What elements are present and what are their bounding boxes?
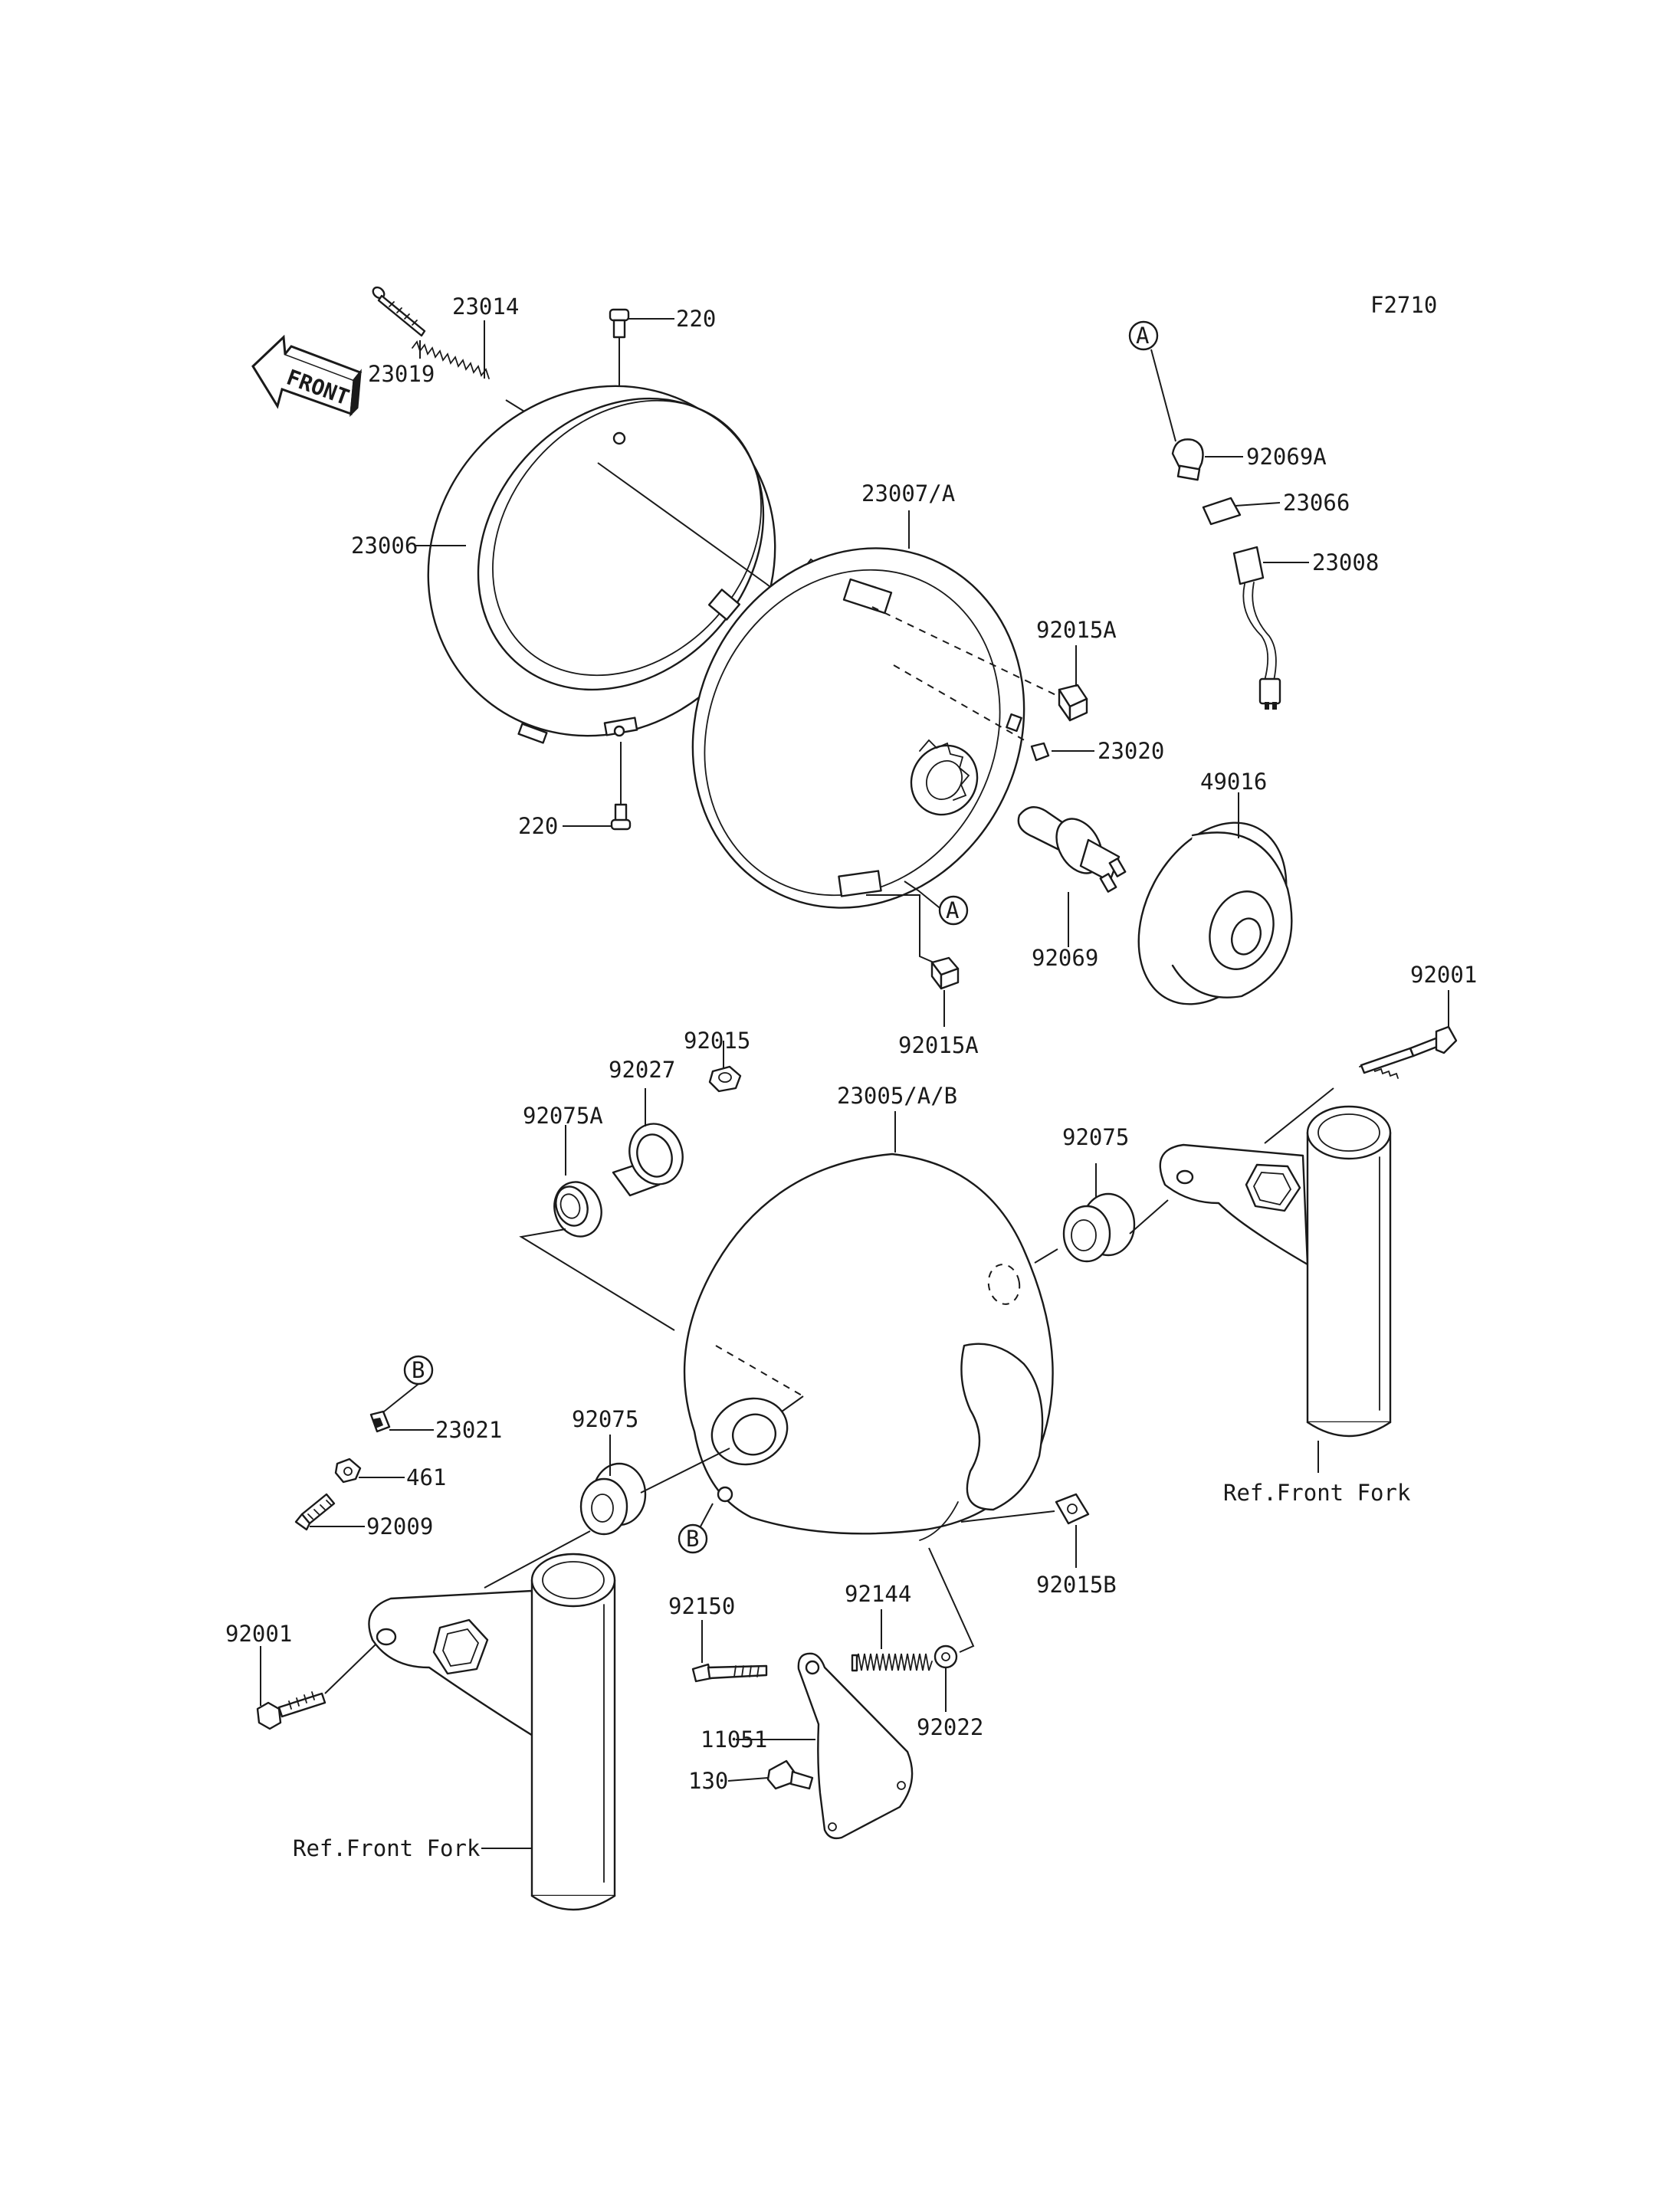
label-23006: 23006 xyxy=(351,533,418,559)
label-23021: 23021 xyxy=(435,1417,502,1443)
front-arrow-icon: FRONT xyxy=(251,334,363,417)
screw-92009 xyxy=(294,1493,336,1531)
label-130: 130 xyxy=(688,1768,728,1794)
label-23020: 23020 xyxy=(1098,738,1164,764)
nut-92015 xyxy=(708,1065,742,1093)
svg-text:A: A xyxy=(1136,323,1149,349)
fork-tube-left xyxy=(530,1553,616,1911)
label-92075-left: 92075 xyxy=(572,1406,638,1432)
label-461: 461 xyxy=(406,1464,446,1490)
fork-tube-right xyxy=(1306,1105,1392,1438)
callout-b-top: B xyxy=(403,1355,434,1385)
label-92150: 92150 xyxy=(668,1593,735,1619)
label-92015b: 92015B xyxy=(1036,1572,1117,1598)
label-92015a-lower: 92015A xyxy=(898,1032,979,1058)
label-92022: 92022 xyxy=(917,1714,983,1740)
nut-92015a-upper xyxy=(1058,684,1088,722)
label-92069: 92069 xyxy=(1032,945,1098,971)
label-92009: 92009 xyxy=(366,1513,433,1540)
screw-23019 xyxy=(372,286,426,337)
spring-92144 xyxy=(851,1653,933,1672)
label-92015a-upper: 92015A xyxy=(1036,617,1117,643)
label-92069a: 92069A xyxy=(1246,444,1327,470)
label-92001-right: 92001 xyxy=(1410,962,1477,988)
nut-92015b xyxy=(1055,1493,1090,1525)
label-23014: 23014 xyxy=(452,293,519,320)
rim-ring-23006 xyxy=(427,385,776,744)
label-ref-front-fork-left: Ref.Front Fork xyxy=(293,1835,481,1861)
nut-461 xyxy=(334,1458,362,1484)
clip-23020 xyxy=(1030,742,1050,762)
bolt-92001-left xyxy=(256,1691,326,1730)
nut-92015a-lower xyxy=(930,956,960,990)
diagram-code: F2710 xyxy=(1370,292,1437,318)
label-23019: 23019 xyxy=(368,361,435,387)
label-23005: 23005/A/B xyxy=(837,1083,957,1109)
collar-92027 xyxy=(612,1123,684,1197)
label-49016: 49016 xyxy=(1200,769,1267,795)
grommet-92075-left xyxy=(579,1462,647,1536)
bolt-92150 xyxy=(691,1663,768,1683)
fork-bracket-right xyxy=(1159,1143,1309,1266)
bracket-11051 xyxy=(797,1652,914,1840)
label-92075a: 92075A xyxy=(523,1103,603,1129)
label-92144: 92144 xyxy=(845,1581,911,1607)
label-220-bottom: 220 xyxy=(518,813,558,839)
bulb-92069 xyxy=(1017,806,1127,893)
clip-23021 xyxy=(369,1410,391,1433)
screw-220-top xyxy=(609,308,630,339)
housing-23005 xyxy=(683,1153,1054,1541)
label-92001-left: 92001 xyxy=(225,1621,292,1647)
socket-23008 xyxy=(1232,546,1281,710)
label-92027: 92027 xyxy=(609,1057,675,1083)
grommet-92075a xyxy=(553,1181,602,1238)
callout-a-reflector: A xyxy=(938,895,969,926)
bulb-92069a xyxy=(1171,438,1204,481)
label-23007: 23007/A xyxy=(861,480,955,507)
callout-a-top: A xyxy=(1128,320,1159,351)
washer-92022 xyxy=(934,1644,958,1669)
svg-text:B: B xyxy=(412,1357,425,1383)
rubber-23066 xyxy=(1202,497,1242,526)
label-92015: 92015 xyxy=(684,1028,750,1054)
svg-text:A: A xyxy=(946,897,959,923)
fork-bracket-left xyxy=(368,1589,538,1740)
grommet-92075-right xyxy=(1062,1192,1136,1263)
bolt-92001-right xyxy=(1359,1025,1458,1079)
screw-220-bottom xyxy=(610,803,632,831)
label-ref-front-fork-right: Ref.Front Fork xyxy=(1223,1480,1411,1506)
reflector-23007 xyxy=(691,547,1025,909)
label-220-top: 220 xyxy=(676,306,716,332)
label-23066: 23066 xyxy=(1283,490,1350,516)
label-92075-right: 92075 xyxy=(1062,1124,1129,1150)
label-11051: 11051 xyxy=(701,1726,767,1753)
svg-text:B: B xyxy=(686,1526,699,1552)
cap-49016 xyxy=(1137,821,1293,1005)
bolt-130 xyxy=(766,1759,814,1790)
callout-b-housing: B xyxy=(678,1523,708,1554)
label-23008: 23008 xyxy=(1312,549,1379,575)
